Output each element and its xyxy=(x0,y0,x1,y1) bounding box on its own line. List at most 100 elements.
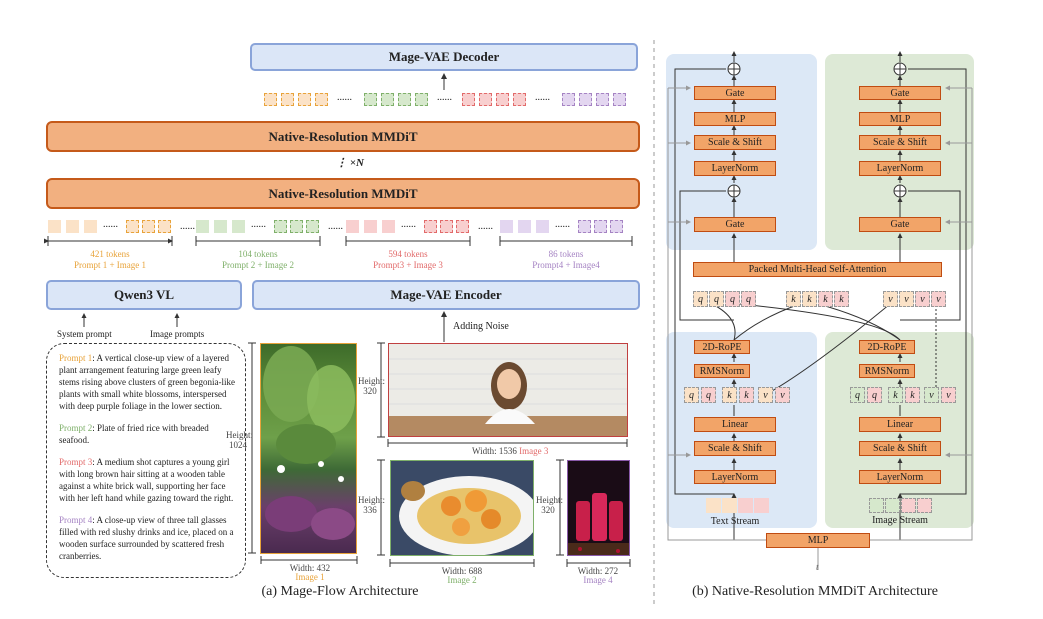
stream-q-token: q xyxy=(701,387,716,403)
image-2-fried-rice xyxy=(390,460,534,556)
image-2-height: Height: 336 xyxy=(358,495,385,515)
text-scale-shift-top: Scale & Shift xyxy=(694,135,776,150)
image-scale-shift-top: Scale & Shift xyxy=(859,135,941,150)
ellipsis-text: ...... xyxy=(180,221,195,232)
image-mlp: MLP xyxy=(859,112,941,126)
caption-a: (a) Mage-Flow Architecture xyxy=(261,584,419,599)
decoder-token xyxy=(298,93,311,106)
prompt-token xyxy=(84,220,97,233)
qwen-vl-block: Qwen3 VL xyxy=(46,280,242,310)
decoder-token xyxy=(415,93,428,106)
image-4-height: Height: 320 xyxy=(536,495,563,515)
vae-encoder-block: Mage-VAE Encoder xyxy=(252,280,640,310)
prompt-3: Prompt 3: A medium shot captures a young… xyxy=(59,457,234,503)
group-3-tokens: 594 tokens xyxy=(388,249,428,259)
image-input-token xyxy=(917,498,932,513)
prompt-token xyxy=(66,220,79,233)
ellipsis-text: ...... xyxy=(251,219,266,230)
decoder-token xyxy=(496,93,509,106)
stream-v-token: v xyxy=(758,387,773,403)
text-stream-label: Text Stream xyxy=(710,516,760,527)
image-token xyxy=(456,220,469,233)
text-input-token xyxy=(706,498,721,513)
prompt-token xyxy=(382,220,395,233)
text-layernorm-top: LayerNorm xyxy=(694,161,776,176)
prompt-token xyxy=(536,220,549,233)
group-4-tokens: 86 tokens xyxy=(548,249,584,259)
attn-k-token: k xyxy=(786,291,801,307)
ellipsis-text: ...... xyxy=(478,221,493,232)
stream-v-token: v xyxy=(941,387,956,403)
decoder-token xyxy=(562,93,575,106)
decoder-token xyxy=(479,93,492,106)
group-1-tokens: 421 tokens xyxy=(90,249,130,259)
image-linear: Linear xyxy=(859,417,941,432)
plant-leaves-icon xyxy=(263,346,355,540)
group-2-label: Prompt 2 + Image 2 xyxy=(221,260,295,270)
decoder-token xyxy=(381,93,394,106)
image-token xyxy=(306,220,319,233)
stream-k-token: k xyxy=(905,387,920,403)
image-token xyxy=(126,220,139,233)
decoder-token xyxy=(613,93,626,106)
image-token xyxy=(274,220,287,233)
image-1-plant xyxy=(260,343,357,554)
attn-k-token: k xyxy=(818,291,833,307)
group-2-tokens: 104 tokens xyxy=(238,249,278,259)
decoder-token xyxy=(315,93,328,106)
decoder-token xyxy=(462,93,475,106)
stream-v-token: v xyxy=(924,387,939,403)
stream-v-token: v xyxy=(775,387,790,403)
image-token xyxy=(290,220,303,233)
image-4-name: Image 4 xyxy=(583,575,613,585)
prompt-token xyxy=(214,220,227,233)
system-prompt-label: System prompt xyxy=(57,329,112,339)
image-token xyxy=(610,220,623,233)
image-input-token xyxy=(901,498,916,513)
adding-noise-label: Adding Noise xyxy=(453,321,509,332)
image-stream-label: Image Stream xyxy=(872,515,928,526)
stream-q-token: q xyxy=(850,387,865,403)
image-rmsnorm: RMSNorm xyxy=(859,364,915,378)
vae-decoder-block: Mage-VAE Decoder xyxy=(250,43,638,71)
image-token xyxy=(158,220,171,233)
image-1-width: Width: 432 xyxy=(289,563,331,573)
stream-q-token: q xyxy=(867,387,882,403)
stream-q-token: q xyxy=(684,387,699,403)
attn-v-token: v xyxy=(899,291,914,307)
text-linear: Linear xyxy=(694,417,776,432)
image-3-girl xyxy=(388,343,628,437)
text-gate-mid: Gate xyxy=(694,217,776,232)
stream-k-token: k xyxy=(722,387,737,403)
image-prompts-label: Image prompts xyxy=(150,329,205,339)
prompt-list: Prompt 1: A vertical close-up view of a … xyxy=(46,343,246,578)
prompt-token xyxy=(232,220,245,233)
group-4-label: Prompt4 + Image4 xyxy=(532,260,600,270)
drinks-photo-icon xyxy=(568,493,629,555)
text-input-token xyxy=(722,498,737,513)
time-mlp: MLP xyxy=(766,533,870,548)
prompt-1: Prompt 1: A vertical close-up view of a … xyxy=(59,353,235,411)
prompt-token xyxy=(346,220,359,233)
decoder-token xyxy=(281,93,294,106)
image-2-name: Image 2 xyxy=(447,575,477,585)
image-token xyxy=(578,220,591,233)
image-input-token xyxy=(885,498,900,513)
decoder-token xyxy=(513,93,526,106)
decoder-token xyxy=(264,93,277,106)
mmdit-block-top: Native-Resolution MMDiT xyxy=(46,121,640,152)
image-4-width: Width: 272 xyxy=(577,566,619,576)
group-1-label: Prompt 1 + Image 1 xyxy=(73,260,147,270)
attn-k-token: k xyxy=(834,291,849,307)
image-input-token xyxy=(869,498,884,513)
text-layernorm-bottom: LayerNorm xyxy=(694,470,776,484)
image-gate-top: Gate xyxy=(859,86,941,100)
repeat-label: ⋮ ×N xyxy=(336,157,364,169)
image-3-width-line: Width: 1536 Image 3 xyxy=(472,446,549,456)
image-3-height: Height: 320 xyxy=(358,376,385,396)
image-1-name: Image 1 xyxy=(295,572,325,582)
text-rmsnorm: RMSNorm xyxy=(694,364,750,378)
image-layernorm-bottom: LayerNorm xyxy=(859,470,941,484)
image-rope: 2D-RoPE xyxy=(859,340,915,354)
decoder-token xyxy=(364,93,377,106)
